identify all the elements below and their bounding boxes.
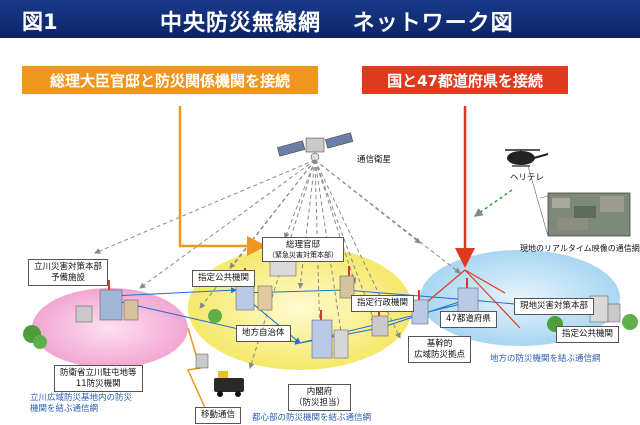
cabinet-line2: （防災担当） [294,397,346,408]
tachikawa-hq-line2: 予備施設 [51,272,86,283]
tachikawa-caption-line1: 立川広域防災基地内の防災 [30,393,133,403]
mobile-vehicle-icon [214,371,244,397]
tokyo-caption: 都心部の防災機関を結ぶ通信網 [252,413,372,423]
local-hq-label: 現地災害対策本部 [514,298,595,315]
satellite-label: 通信衛星 [357,155,392,165]
network-diagram: 総理大臣官邸と防災関係機関を接続 国と47都道府県を接続 通信衛星 ヘリテレ 現… [0,38,640,425]
public-org-label-2: 指定公共機関 [556,326,620,343]
banner-kantei-text: 総理大臣官邸と防災関係機関を接続 [49,71,290,90]
base-label: 基幹的 広域防災拠点 [408,336,472,364]
satellite-icon [277,132,354,162]
local-caption: 地方の防災機関を結ぶ通信網 [490,354,601,364]
header-bar: 図1 中央防災無線網 ネットワーク図 [0,0,640,38]
kantei-connector [178,106,267,256]
kantei-label-line2: （緊急災害対策本部） [268,250,338,259]
realtime-label: 現地のリアルタイム映像の通信網 [520,244,640,253]
heli-label: ヘリテレ [510,173,545,183]
cabinet-label: 内閣府 （防災担当） [288,384,352,412]
public-org-label-1: 指定公共機関 [192,270,256,287]
tachikawa-caption-line2: 機関を結ぶ通信網 [30,404,99,415]
prefectures-label: 47都道府県 [440,311,497,328]
banner-kantei-link: 総理大臣官邸と防災関係機関を接続 [22,66,318,94]
base-line1: 基幹的 [426,339,453,349]
kantei-label-line1: 総理官邸 [285,240,320,250]
figure-label: 図1 [22,10,58,34]
mobile-label: 移動通信 [195,407,242,424]
base-line2: 広域防災拠点 [414,349,466,360]
helicopter-icon [505,149,549,167]
cabinet-line1: 内閣府 [306,387,333,397]
building-icons [75,249,621,369]
kantei-label: 総理官邸 （緊急災害対策本部） [262,237,344,263]
defense-line2: 11防災機関 [75,378,121,389]
heli-link [473,189,513,217]
admin-org-label: 指定行政機関 [351,295,415,312]
defense-label: 防衛省立川駐屯地等 11防災機関 [54,365,143,393]
tachikawa-hq-label: 立川災害対策本部 予備施設 [28,259,109,287]
tachikawa-caption: 立川広域防災基地内の防災 機関を結ぶ通信網 [30,393,132,415]
defense-line1: 防衛省立川駐屯地等 [60,368,137,378]
banner-prefecture-text: 国と47都道府県を接続 [387,71,543,90]
mobile-radio-link [186,327,207,411]
local-gov-label: 地方自治体 [236,325,291,342]
aerial-photo [527,165,631,237]
diagram-title: 中央防災無線網 ネットワーク図 [160,11,514,36]
tachikawa-hq-line1: 立川災害対策本部 [34,262,103,272]
banner-prefecture-link: 国と47都道府県を接続 [362,66,568,94]
